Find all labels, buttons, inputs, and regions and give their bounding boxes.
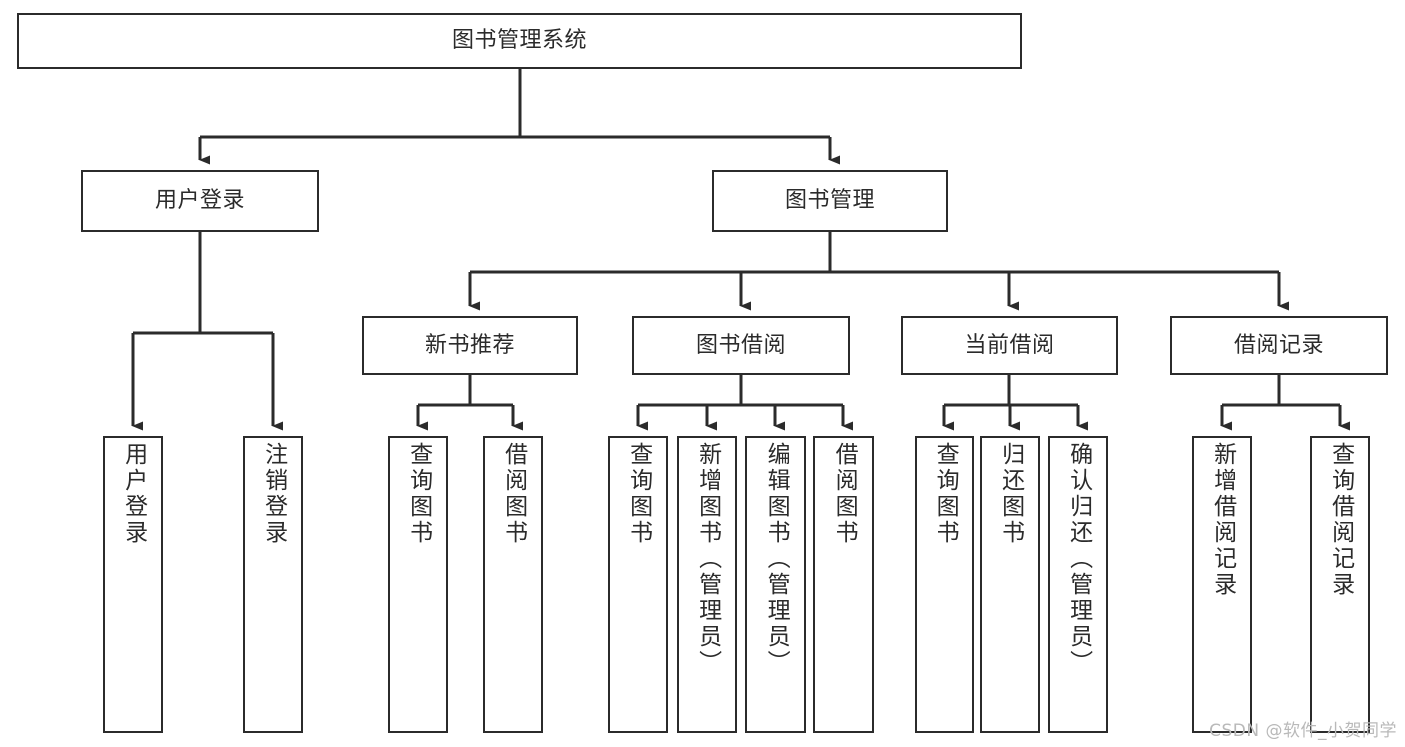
node-borrow-record-label: 借阅记录 <box>1233 332 1324 358</box>
node-user-login[interactable]: 用户登录 <box>81 170 319 232</box>
node-new-book-recommend[interactable]: 新书推荐 <box>362 316 578 375</box>
node-leaf-return-book-label: 归还图书 <box>997 442 1024 546</box>
node-leaf-return-book[interactable]: 归还图书 <box>980 436 1040 733</box>
node-leaf-confirm-return-label: 确认归还（管理员） <box>1065 442 1092 676</box>
node-leaf-borrow-book-1-label: 借阅图书 <box>500 442 527 546</box>
node-leaf-user-login-label: 用户登录 <box>120 442 147 546</box>
node-current-borrow-label: 当前借阅 <box>964 332 1055 358</box>
node-book-manage[interactable]: 图书管理 <box>712 170 948 232</box>
node-new-book-recommend-label: 新书推荐 <box>424 332 515 358</box>
node-leaf-query-book-2-label: 查询图书 <box>625 442 652 546</box>
node-book-borrow-label: 图书借阅 <box>695 332 786 358</box>
node-leaf-add-borrow-record[interactable]: 新增借阅记录 <box>1192 436 1252 733</box>
node-leaf-borrow-book-2[interactable]: 借阅图书 <box>813 436 874 733</box>
node-book-manage-label: 图书管理 <box>784 188 875 214</box>
node-leaf-edit-book-label: 编辑图书（管理员） <box>763 442 790 676</box>
node-leaf-confirm-return[interactable]: 确认归还（管理员） <box>1048 436 1108 733</box>
node-book-borrow[interactable]: 图书借阅 <box>632 316 850 375</box>
node-leaf-add-book[interactable]: 新增图书（管理员） <box>677 436 737 733</box>
node-leaf-logout[interactable]: 注销登录 <box>243 436 303 733</box>
node-leaf-query-borrow-record-label: 查询借阅记录 <box>1327 442 1354 598</box>
node-leaf-user-login[interactable]: 用户登录 <box>103 436 163 733</box>
node-user-login-label: 用户登录 <box>154 188 245 214</box>
node-leaf-logout-label: 注销登录 <box>260 442 287 546</box>
node-leaf-query-book-2[interactable]: 查询图书 <box>608 436 668 733</box>
node-leaf-query-book-1-label: 查询图书 <box>405 442 432 546</box>
node-current-borrow[interactable]: 当前借阅 <box>901 316 1118 375</box>
node-leaf-query-borrow-record[interactable]: 查询借阅记录 <box>1310 436 1370 733</box>
node-leaf-edit-book[interactable]: 编辑图书（管理员） <box>745 436 806 733</box>
node-borrow-record[interactable]: 借阅记录 <box>1170 316 1388 375</box>
node-leaf-query-book-1[interactable]: 查询图书 <box>388 436 448 733</box>
node-leaf-borrow-book-2-label: 借阅图书 <box>831 442 858 546</box>
node-leaf-add-book-label: 新增图书（管理员） <box>694 442 721 676</box>
node-leaf-borrow-book-1[interactable]: 借阅图书 <box>483 436 543 733</box>
node-leaf-query-book-3-label: 查询图书 <box>932 442 959 546</box>
node-root[interactable]: 图书管理系统 <box>17 13 1022 69</box>
node-leaf-add-borrow-record-label: 新增借阅记录 <box>1209 442 1236 598</box>
node-root-label: 图书管理系统 <box>451 28 587 54</box>
node-leaf-query-book-3[interactable]: 查询图书 <box>915 436 974 733</box>
